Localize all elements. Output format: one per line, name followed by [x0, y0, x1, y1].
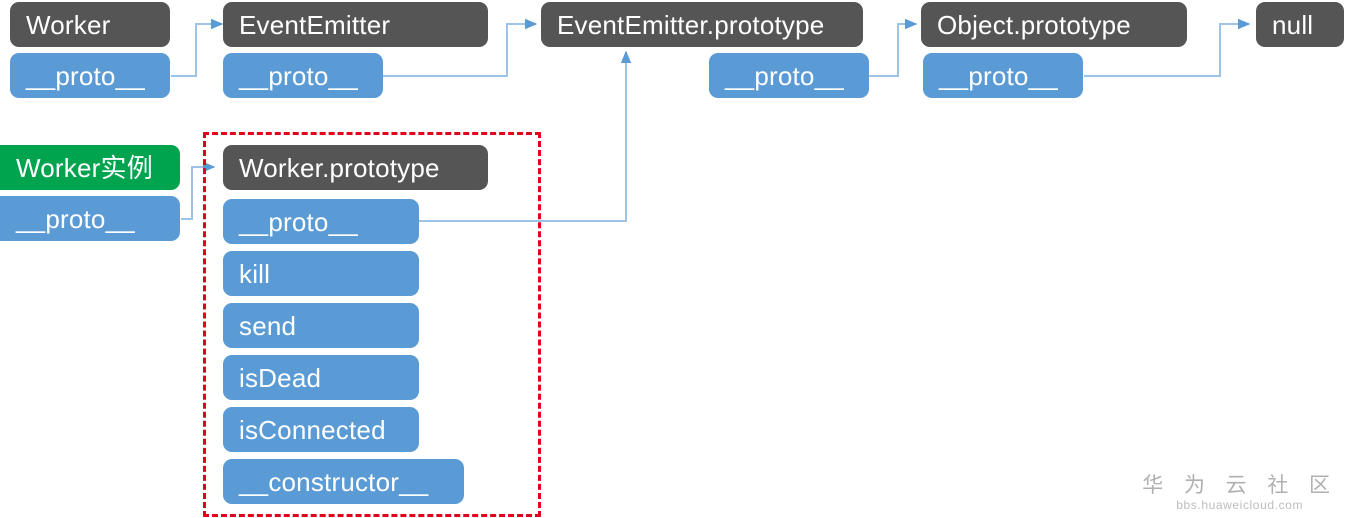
node-eventemitter-prototype[interactable]: EventEmitter.prototype	[541, 2, 863, 47]
node-method-kill[interactable]: kill	[223, 251, 419, 296]
node-worker-label: Worker	[26, 9, 111, 40]
wire-eeprototype-to-objectprototype	[869, 18, 918, 77]
node-worker-instance[interactable]: Worker实例	[0, 145, 180, 190]
node-instance-proto[interactable]: __proto__	[0, 196, 180, 241]
node-null-label: null	[1272, 9, 1314, 40]
node-worker-proto-label: __proto__	[26, 60, 145, 91]
node-eventemitter-label: EventEmitter	[239, 9, 391, 40]
node-method-isdead[interactable]: isDead	[223, 355, 419, 400]
node-worker-proto[interactable]: __proto__	[10, 53, 170, 98]
watermark: 华 为 云 社 区 bbs.huaweicloud.com	[1142, 473, 1337, 512]
node-worker-instance-label: Worker实例	[16, 152, 153, 183]
node-worker[interactable]: Worker	[10, 2, 170, 47]
node-instance-proto-label: __proto__	[16, 203, 135, 234]
node-method-send-label: send	[239, 310, 297, 341]
node-objproto-proto-label: __proto__	[939, 60, 1058, 91]
watermark-brand: 华 为 云 社 区	[1142, 472, 1337, 497]
node-worker-prototype-label: Worker.prototype	[239, 152, 440, 183]
node-method-isdead-label: isDead	[239, 362, 322, 393]
node-object-prototype-label: Object.prototype	[937, 9, 1131, 40]
wire-worker-to-eventemitter	[171, 18, 224, 77]
node-wproto-proto-label: __proto__	[239, 206, 358, 237]
node-objproto-proto[interactable]: __proto__	[923, 53, 1083, 98]
node-method-kill-label: kill	[239, 258, 271, 289]
node-null[interactable]: null	[1256, 2, 1344, 47]
node-method-constructor-label: __constructor__	[239, 466, 429, 497]
node-eventemitter-proto-label: __proto__	[239, 60, 358, 91]
worker-prototype-group-box	[203, 132, 541, 517]
watermark-url: bbs.huaweicloud.com	[1176, 498, 1304, 512]
node-method-send[interactable]: send	[223, 303, 419, 348]
node-method-isconnected[interactable]: isConnected	[223, 407, 419, 452]
node-eeprototype-proto-label: __proto__	[725, 60, 844, 91]
node-method-constructor[interactable]: __constructor__	[223, 459, 464, 504]
node-wproto-proto[interactable]: __proto__	[223, 199, 419, 244]
node-object-prototype[interactable]: Object.prototype	[921, 2, 1187, 47]
node-method-isconnected-label: isConnected	[239, 414, 386, 445]
node-eventemitter[interactable]: EventEmitter	[223, 2, 488, 47]
node-eventemitter-proto[interactable]: __proto__	[223, 53, 383, 98]
node-eventemitter-prototype-label: EventEmitter.prototype	[557, 9, 825, 40]
node-eeprototype-proto[interactable]: __proto__	[709, 53, 869, 98]
node-worker-prototype[interactable]: Worker.prototype	[223, 145, 488, 190]
